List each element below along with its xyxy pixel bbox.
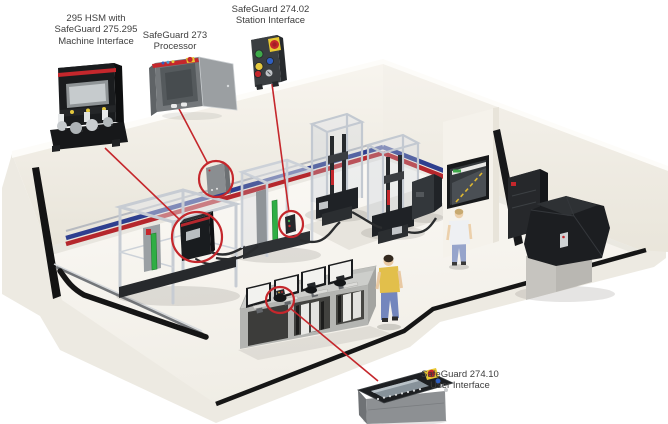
- desk-monitor: [328, 259, 353, 290]
- desk-monitor: [246, 282, 271, 314]
- hsm-unit-in-scene: [180, 211, 215, 261]
- desk-controller: [305, 282, 317, 294]
- callout-label-station-interface: SafeGuard 274.02 Station Interface: [231, 4, 310, 27]
- callout-label-machine-interface: 295 HSM with SafeGuard 275.295 Machine I…: [54, 13, 138, 47]
- test-machine-3: [309, 112, 365, 226]
- person-observer: [446, 208, 473, 270]
- highlight-circles: [170, 159, 305, 315]
- callout-label-user-interface: SafeGuard 274.10 User Interface: [421, 369, 499, 392]
- user-interface-in-scene: [273, 289, 287, 302]
- wall-display: [447, 155, 489, 209]
- highlight-circle-user-interface: [264, 285, 296, 315]
- desk-controller: [334, 275, 346, 287]
- floor-cable-trench: [57, 268, 209, 340]
- test-machine-4: [365, 133, 421, 244]
- console-screen: [371, 379, 429, 398]
- callout-line-user-interface: [289, 307, 379, 382]
- right-wall-top-lip: [383, 59, 668, 171]
- wall-cut-band: [32, 167, 61, 299]
- highlight-circle-processor: [197, 159, 235, 199]
- test-machine-2: [238, 158, 316, 259]
- desk-pc-towers: [296, 291, 361, 335]
- floor-cables: [215, 210, 437, 261]
- left-wall: [12, 63, 383, 247]
- callout-label-processor: SafeGuard 273 Processor: [142, 30, 208, 53]
- highlight-circle-machine-interface: [170, 210, 224, 264]
- station-box-in-scene: [285, 214, 296, 234]
- hsm-pump-manifold: [57, 110, 113, 134]
- callout-photo-machine-interface: [50, 63, 128, 152]
- callout-photo-user-interface: [356, 368, 455, 424]
- highlight-circle-station-interface: [277, 209, 305, 239]
- machine-base: [119, 256, 236, 298]
- enclosure-door: [198, 56, 238, 111]
- callout-photo-station-interface: [251, 35, 287, 90]
- callout-line-machine-interface: [104, 147, 181, 221]
- display-road-scene: [452, 168, 486, 205]
- hydraulic-pump-unit: [412, 174, 442, 220]
- processor-wall-box: [206, 163, 231, 197]
- desk-keyboards: [252, 281, 359, 310]
- floor-rail-highlight: [53, 263, 203, 332]
- simulator-machine: [524, 195, 610, 300]
- callout-line-processor: [176, 104, 209, 165]
- floor-rail: [55, 265, 204, 336]
- callout-lines: [104, 83, 379, 382]
- person-operator: [375, 254, 403, 331]
- callout-photo-processor: [149, 56, 238, 120]
- callout-line-station-interface: [271, 83, 290, 213]
- machine-base: [243, 231, 310, 259]
- estop-button: [187, 56, 193, 63]
